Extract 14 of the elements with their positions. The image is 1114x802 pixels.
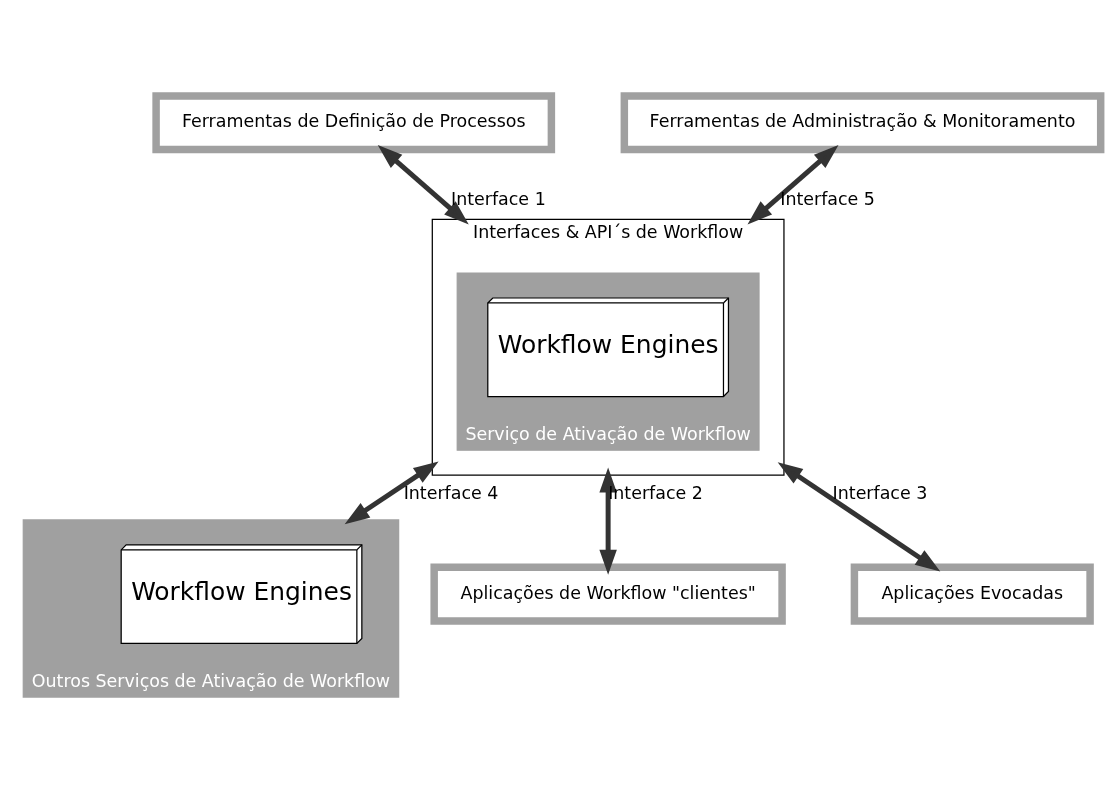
arrow	[777, 461, 941, 571]
edge-label: Interface 4	[403, 482, 499, 503]
node-box: Ferramentas de Administração & Monitoramento	[620, 91, 1105, 153]
arrow	[344, 461, 439, 524]
node-box: Ferramentas de Definição de Processos	[152, 91, 556, 153]
edge-label: Interface 3	[832, 482, 928, 503]
arrow	[747, 144, 839, 224]
node-box: Aplicações Evocadas	[850, 563, 1094, 625]
edge-label: Interface 1	[451, 188, 546, 209]
arrow	[377, 144, 469, 224]
edge-label: Interface 2	[608, 482, 703, 503]
arrow	[599, 467, 617, 575]
node-box: Aplicações de Workflow "clientes"	[430, 563, 786, 625]
edge-label: Interface 5	[780, 188, 875, 209]
